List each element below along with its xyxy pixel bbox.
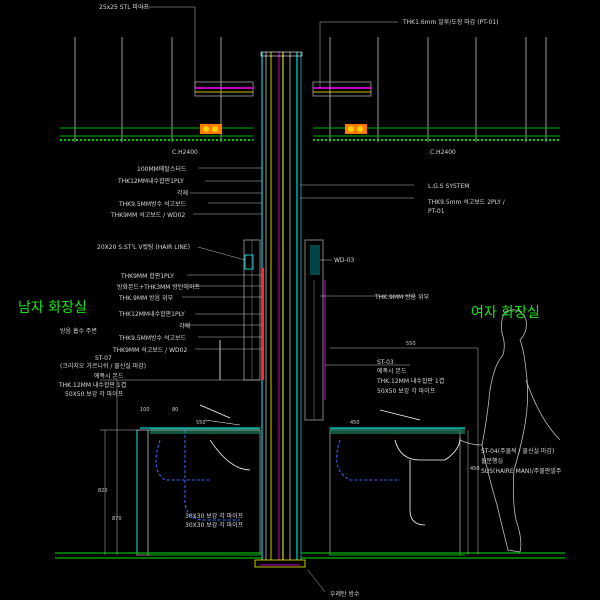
dimension-lines: [100, 347, 479, 555]
hair-line-label: 20X20 S.ST'L V컷팅 (HAIR LINE): [97, 244, 190, 251]
dim-8: 450: [470, 466, 480, 472]
pipe-label: 25x25 STL 파이프: [99, 3, 149, 11]
counter-left-l3: 에폭시 본드: [94, 372, 124, 380]
ceiling-height-left: C.H2400: [172, 149, 198, 156]
wd-label: WD-03: [334, 257, 355, 264]
right-film-label: THK.9MM 방음 위부: [374, 293, 430, 301]
counter-right-l1: ST-03: [377, 359, 394, 366]
counter-right-l4: 50X50 보강 각 파이프: [377, 387, 436, 395]
counter-left-l2: (크리지오 가르니쉬 / 물신실 마감): [60, 362, 146, 370]
pipe-label-1: 30X30 보강 각 파이프: [185, 512, 244, 520]
left-vanity: [136, 404, 261, 556]
wall-label-a2: THK12MM내수합판1PLY: [117, 177, 184, 185]
lgs-label: L.G.S SYSTEM: [428, 183, 469, 190]
left-wall-panels: [219, 239, 261, 381]
wall-label-c3: THK9.5MM방수 석고보드: [118, 334, 187, 342]
waterproof-label: 우레탄 방수: [330, 590, 360, 598]
floor-slab: [55, 552, 565, 568]
room-women-label: 여자 화장실: [471, 305, 540, 321]
right-wall-panels: [304, 239, 326, 421]
room-men-label: 남자 화장실: [18, 300, 87, 316]
wall-label-c2: 각재: [179, 322, 190, 330]
dim-6: 870: [112, 516, 122, 522]
pipe-label-2: 30X30 보강 각 파이프: [185, 521, 244, 529]
right-note-l2: 물분행심: [481, 457, 503, 465]
counter-left-l5: 50X50 보강 각 파이프: [65, 390, 124, 398]
dim-7: 550: [406, 341, 416, 347]
ceiling-finish-label: THK1.6mm 알루/도장 마감 (PT-01): [402, 18, 498, 26]
wall-label-a3: 각재: [177, 189, 188, 197]
leader-lines: [140, 6, 415, 593]
counter-left-l1: ST-07: [95, 355, 112, 362]
wall-label-a4: THK9.5MM방수 석고보드: [118, 200, 187, 208]
right-note-l1: ST-04(주물씩 / 물신실 마감): [481, 447, 554, 455]
wall-side-label: 방음 흡수 주변: [60, 327, 97, 335]
ceiling-hangers: [74, 37, 547, 142]
gypsum-label-2: PT-01: [428, 208, 445, 215]
wall-label-b3: THK.9MM 방음 위부: [118, 294, 174, 302]
counter-right-l3: THK.12MM 내수합판 1겹: [376, 377, 444, 385]
wall-label-a5: THK9MM 석고보드 / WD02: [110, 211, 185, 219]
wall-label-a1: 100MM메탈스터드: [137, 165, 187, 173]
counter-right-l2: 에폭시 본드: [377, 367, 407, 375]
dim-2: 80: [172, 407, 178, 413]
right-vanity: [329, 409, 465, 556]
ceiling-frame-right: [312, 81, 560, 141]
ceiling-frame-left: [60, 81, 254, 141]
wall-label-c4: THK9MM 석고보드 / WD02: [112, 346, 187, 354]
wall-label-c1: THK12MM내수합판1PLY: [118, 310, 185, 318]
dim-3: 550: [196, 420, 206, 426]
central-partition-wall: [260, 51, 303, 560]
right-note-l3: SUS(HAIRE MAN)/주물판넬주: [481, 467, 562, 475]
dim-4: 450: [350, 420, 360, 426]
counter-left-l4: THK.12MM 내수합판 1겹: [58, 381, 126, 389]
wall-label-b2: 방화본드+THK3MM 방탄에이프: [117, 283, 200, 291]
dim-5: 820: [98, 488, 108, 494]
ceiling-height-right: C.H2400: [430, 149, 456, 156]
dim-1: 100: [140, 407, 150, 413]
human-figure-outline: [459, 309, 561, 553]
gypsum-label: THK9.5mm 석고보드 2PLY /: [427, 198, 506, 206]
wall-label-b1: THK9MM 합판1PLY: [120, 272, 174, 280]
